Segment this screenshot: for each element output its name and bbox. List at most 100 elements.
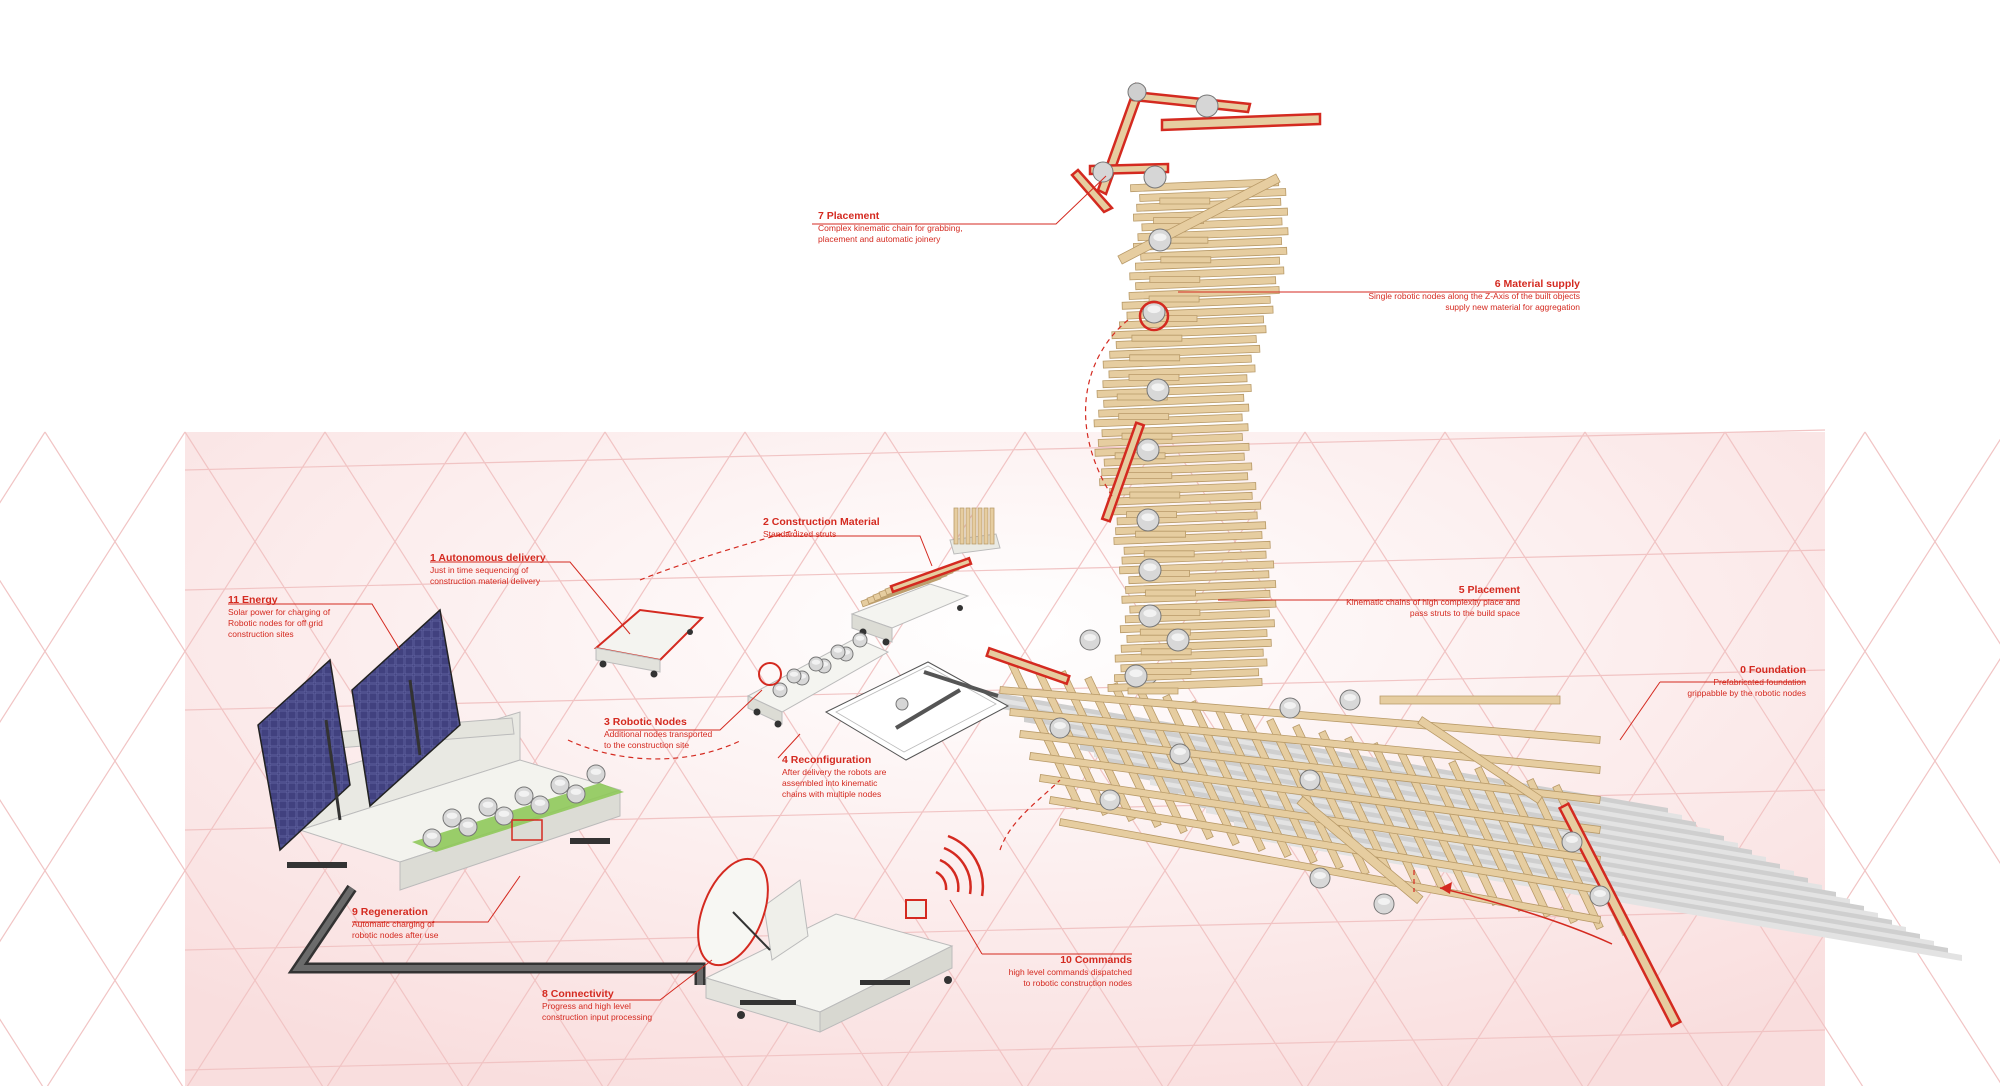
robotic-node-highlight bbox=[1171, 633, 1185, 642]
wood-strut bbox=[1148, 295, 1200, 303]
annotation-description: Kinematic chains of high complexity plac… bbox=[1346, 597, 1520, 618]
wood-strut bbox=[1099, 472, 1249, 487]
robotic-node-highlight bbox=[554, 779, 566, 786]
wood-strut bbox=[1113, 668, 1260, 683]
material-strut bbox=[889, 556, 973, 594]
crate-strut bbox=[977, 507, 983, 545]
foundation-slat bbox=[968, 688, 1668, 814]
robotic-node-highlight bbox=[855, 635, 865, 641]
robotic-node-highlight bbox=[518, 790, 530, 797]
robotic-node-highlight bbox=[775, 685, 785, 691]
robotic-node-highlight bbox=[1174, 748, 1186, 755]
wood-strut bbox=[1145, 589, 1196, 597]
annotation-description: Solar power for charging of Robotic node… bbox=[228, 607, 331, 639]
annotation-description: Additional nodes transported to the cons… bbox=[604, 729, 713, 750]
grid-line bbox=[184, 429, 1826, 471]
wood-strut bbox=[1140, 668, 1192, 675]
grid-line bbox=[1864, 431, 2000, 645]
crate-strut bbox=[953, 507, 959, 545]
grid-line bbox=[46, 431, 466, 1086]
wood-strut bbox=[1019, 730, 1601, 804]
grid-line bbox=[184, 909, 1826, 951]
wood-strut bbox=[1417, 716, 1543, 804]
grid-line bbox=[0, 1018, 44, 1086]
annotation-description: Standardized struts bbox=[763, 529, 837, 539]
grid-line bbox=[0, 431, 186, 723]
robotic-node-highlight bbox=[1104, 794, 1116, 801]
annotation-2-construction-material: 2 Construction Material Standardized str… bbox=[763, 516, 880, 540]
robotic-node-highlight bbox=[426, 832, 438, 839]
annotation-7-placement: 7 Placement Complex kinematic chain for … bbox=[818, 210, 963, 245]
wood-strut bbox=[1121, 550, 1267, 565]
annotation-description: Prefabricated foundation grippabble by t… bbox=[1687, 677, 1806, 698]
wood-strut bbox=[1296, 795, 1424, 905]
wood-strut bbox=[1129, 354, 1181, 362]
signal-waves-icon bbox=[935, 834, 985, 897]
leaning-strut bbox=[1557, 802, 1683, 1028]
wood-strut bbox=[1127, 687, 1179, 695]
wood-strut bbox=[1143, 550, 1195, 558]
wood-strut bbox=[1160, 256, 1212, 264]
solar-energy-station bbox=[257, 608, 624, 891]
annotation-0-foundation: 0 Foundation Prefabricated foundation gr… bbox=[1606, 664, 1806, 699]
wood-strut bbox=[1134, 256, 1281, 271]
robotic-node-highlight bbox=[534, 799, 546, 806]
robotic-node-highlight bbox=[1147, 305, 1161, 314]
floor-lattice bbox=[985, 629, 1683, 1028]
wood-strut bbox=[1103, 452, 1245, 467]
robotic-node-highlight bbox=[482, 801, 494, 808]
wood-strut bbox=[1131, 334, 1183, 342]
wood-strut bbox=[1058, 818, 1602, 924]
grid-line bbox=[0, 799, 184, 1086]
annotation-title: 9 Regeneration bbox=[352, 906, 428, 918]
wood-strut bbox=[1093, 413, 1243, 428]
wood-strut bbox=[1136, 197, 1282, 212]
annotation-description: After delivery the robots are assembled … bbox=[782, 767, 887, 799]
motion-paths bbox=[567, 319, 1415, 892]
annotation-description: Just in time sequencing of construction … bbox=[430, 565, 541, 586]
top-kinematic-arm bbox=[1070, 82, 1322, 214]
arrow-head-icon bbox=[1440, 882, 1452, 894]
grid-line bbox=[0, 431, 326, 943]
robotic-node-highlight bbox=[833, 647, 843, 653]
foundation-slat bbox=[1122, 765, 1822, 891]
wood-strut bbox=[1124, 609, 1270, 624]
timber-tower bbox=[1093, 173, 1289, 695]
robotic-node-highlight bbox=[1054, 722, 1066, 729]
connectivity-cart bbox=[697, 834, 985, 1033]
wood-strut bbox=[1135, 530, 1186, 538]
wood-strut bbox=[1113, 531, 1263, 545]
foundation-slat bbox=[1206, 807, 1906, 933]
robotic-node-highlight bbox=[590, 768, 602, 775]
wood-strut bbox=[1102, 354, 1252, 369]
annotation-5-placement: 5 Placement Kinematic chains of high com… bbox=[1260, 584, 1520, 619]
crate-strut bbox=[965, 507, 971, 545]
robotic-node-highlight bbox=[498, 810, 510, 817]
robotic-node-highlight bbox=[1284, 702, 1296, 709]
annotation-title: 1 Autonomous delivery bbox=[430, 552, 546, 564]
wood-strut bbox=[1115, 335, 1257, 349]
robotic-node-highlight bbox=[1153, 233, 1167, 242]
robotic-node-highlight bbox=[1141, 513, 1155, 522]
grid-line bbox=[466, 431, 886, 1086]
wood-strut bbox=[1379, 695, 1561, 705]
annotation-title: 6 Material supply bbox=[1494, 278, 1580, 290]
annotation-title: 10 Commands bbox=[1060, 954, 1132, 966]
annotation-title: 11 Energy bbox=[228, 594, 278, 606]
robotic-node-highlight bbox=[1314, 872, 1326, 879]
crate-strut bbox=[989, 507, 995, 545]
foundation-slat bbox=[1024, 716, 1724, 842]
robotic-node-highlight bbox=[811, 659, 821, 665]
wood-strut bbox=[1102, 374, 1248, 389]
foundation-arc bbox=[1439, 887, 1613, 945]
annotation-description: Automatic charging of robotic nodes afte… bbox=[352, 919, 439, 940]
grid-line bbox=[184, 1029, 1826, 1071]
annotation-4-reconfiguration: 4 Reconfiguration After delivery the rob… bbox=[782, 754, 886, 800]
wood-strut bbox=[1114, 648, 1264, 663]
robotic-node-highlight bbox=[446, 812, 458, 819]
annotation-description: Single robotic nodes along the Z-Axis of… bbox=[1368, 291, 1580, 312]
wood-strut bbox=[1121, 471, 1173, 479]
wood-strut bbox=[1103, 393, 1245, 408]
wood-strut bbox=[1149, 275, 1201, 283]
